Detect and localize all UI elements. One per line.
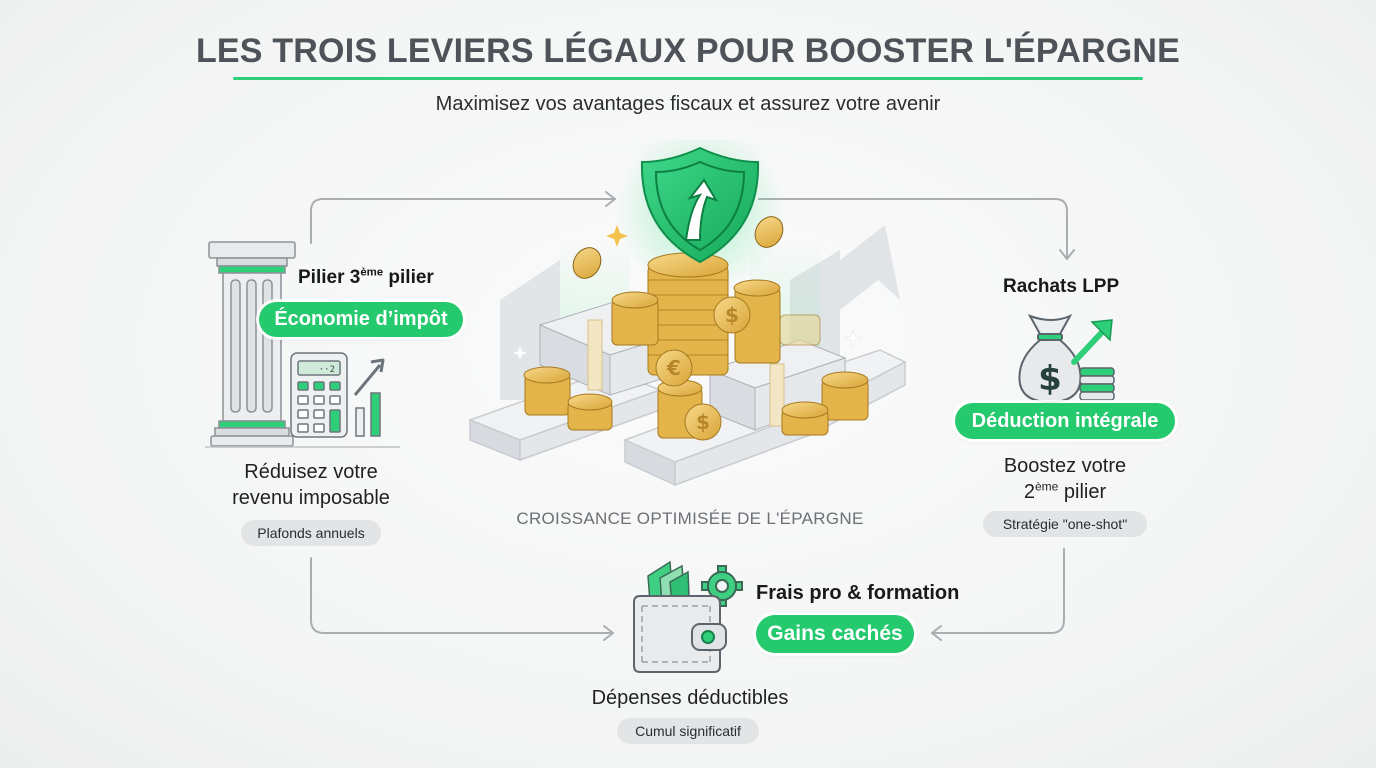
money-bag-illustration: $ (1012, 310, 1122, 405)
description-line: revenu imposable (232, 487, 390, 509)
floating-coin-icon (572, 247, 602, 279)
central-illustration: € $ $ (460, 125, 940, 500)
lever-description-pilier3: Réduisez votre revenu imposable (200, 459, 422, 511)
description-line: Réduisez votre (244, 461, 378, 483)
pillar-icon (208, 241, 296, 447)
euro-coin-icon: € (655, 349, 693, 387)
pillar-calculator-illustration: ··2 (205, 240, 400, 450)
svg-text:$: $ (725, 303, 739, 327)
heading-text: pilier (383, 267, 434, 288)
arrowhead-left-icon (931, 625, 942, 641)
connector-right-bottom (931, 548, 1065, 634)
tag-cumul-significatif: Cumul significatif (617, 718, 759, 744)
shield-arrow-up-icon (640, 146, 760, 264)
lever-description-lpp: Boostez votre 2ème pilier (955, 453, 1175, 505)
badge-gains-caches: Gains cachés (756, 615, 914, 653)
lever-heading-lpp: Rachats LPP (1003, 276, 1120, 297)
wallet-illustration (630, 558, 745, 676)
description-text: pilier (1058, 481, 1107, 503)
description-line: Boostez votre (1003, 455, 1127, 477)
svg-text:$: $ (1038, 359, 1062, 399)
center-caption: CROISSANCE OPTIMISÉE DE L'ÉPARGNE (516, 509, 864, 528)
sparkle-icon (606, 225, 628, 247)
heading-text: Pilier 3 (298, 267, 361, 288)
page-subtitle: Maximisez vos avantages fiscaux et assur… (435, 93, 941, 115)
page-title: LES TROIS LEVIERS LÉGAUX POUR BOOSTER L'… (195, 32, 1181, 70)
badge-deduction-integrale: Déduction intégrale (955, 403, 1175, 439)
badge-economie-impot: Économie d’impôt (259, 302, 463, 337)
description-text: 2 (1023, 481, 1035, 503)
svg-text:··2: ··2 (319, 365, 335, 375)
svg-text:€: € (666, 356, 681, 380)
heading-superscript: ème (360, 266, 384, 279)
wallet-icon (633, 595, 727, 673)
arrow-up-right-icon (1071, 319, 1113, 365)
lever-description-frais: Dépenses déductibles (591, 687, 789, 709)
arrowhead-down-icon (1059, 249, 1075, 260)
lever-heading-frais: Frais pro & formation (756, 582, 960, 604)
svg-text:$: $ (696, 410, 710, 434)
title-underline (233, 77, 1143, 80)
arrowhead-right-icon (603, 625, 614, 641)
coin-stack-icon (1079, 367, 1115, 401)
tag-plafonds-annuels: Plafonds annuels (241, 520, 381, 546)
arrowhead-right-icon (605, 191, 616, 207)
description-line: 2ème pilier (955, 479, 1175, 505)
floating-coin-icon (754, 216, 784, 248)
bar-chart-up-icon (353, 358, 385, 437)
calculator-icon: ··2 (290, 352, 348, 438)
connector-left-bottom (310, 557, 614, 634)
lever-heading-pilier3: Pilier 3ème pilier (298, 267, 434, 289)
connector-right-top (758, 198, 1068, 259)
description-superscript: ème (1034, 479, 1059, 494)
money-bag-icon: $ (1018, 313, 1082, 404)
dollar-coin-icon: $ (684, 403, 722, 441)
coin-stacks-icon (523, 252, 869, 439)
connector-left-top (310, 198, 616, 244)
dollar-coin-icon: $ (713, 296, 751, 334)
tag-strategie-one-shot: Stratégie "one-shot" (983, 511, 1147, 537)
